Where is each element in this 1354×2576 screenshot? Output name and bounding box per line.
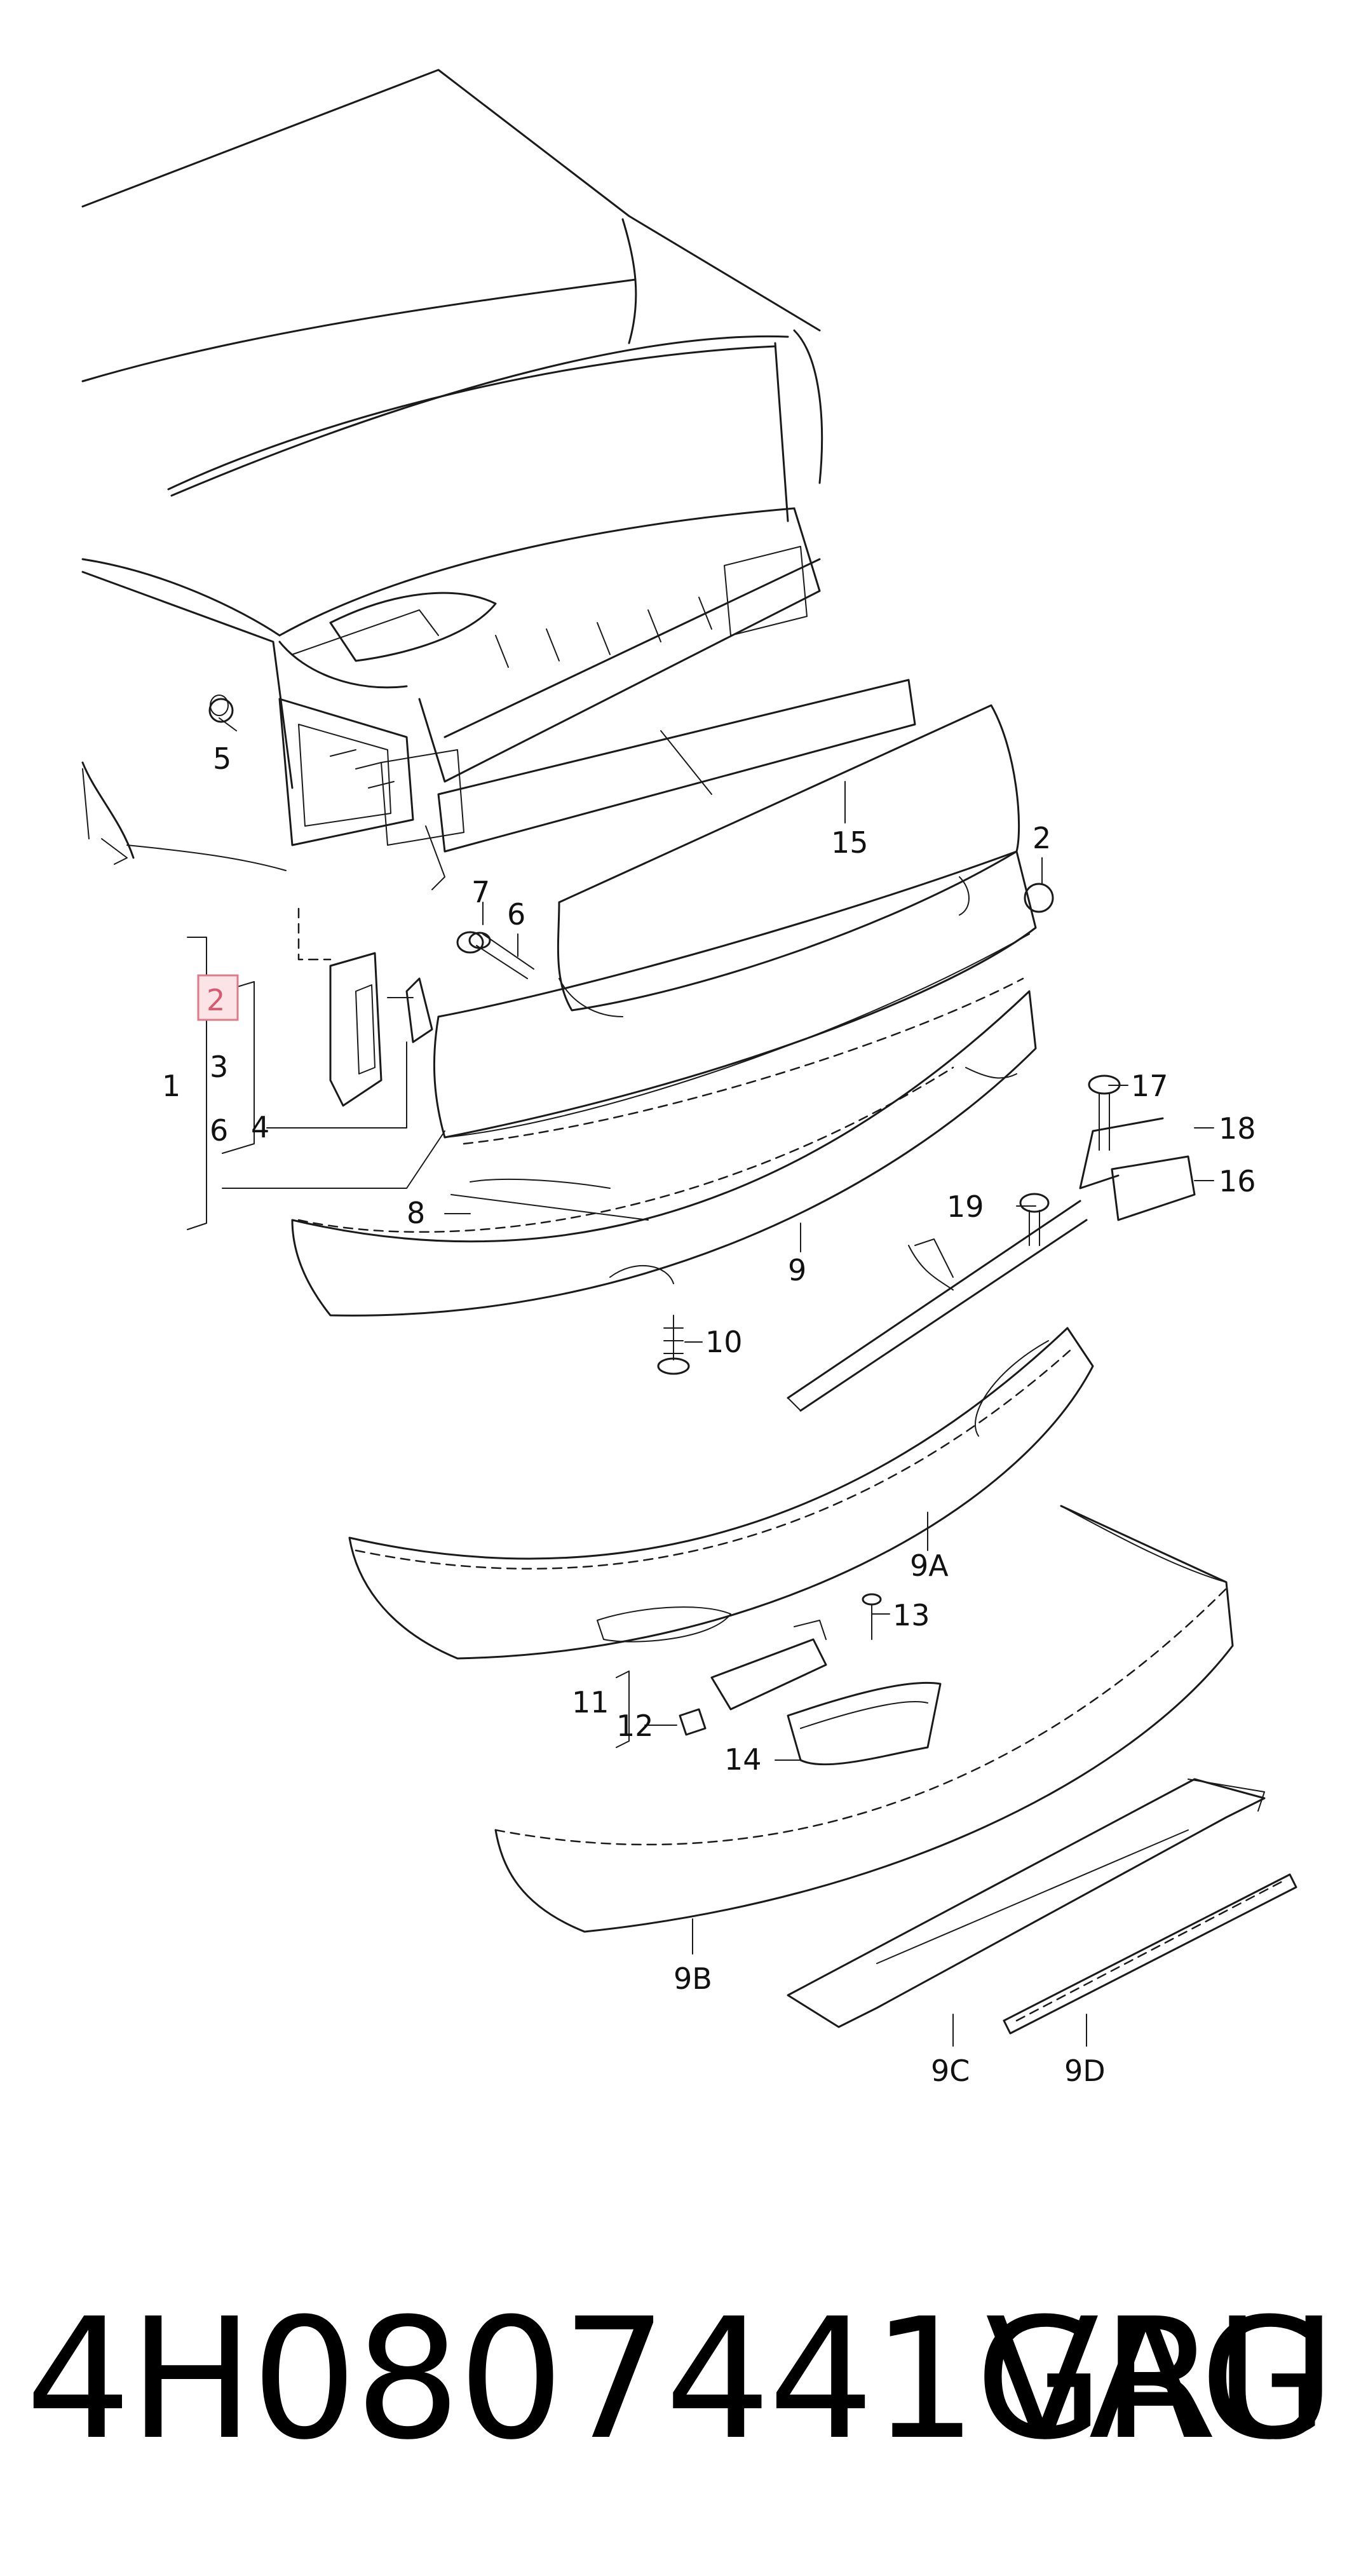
callout-9c: 9C [931,2054,970,2088]
callout-2: 2 [1032,821,1051,855]
car-body-rear [81,69,823,890]
callout-4: 4 [251,1110,269,1144]
part-9b-valance [494,1505,1234,1933]
callout-2-highlighted: 2 [206,983,225,1017]
callout-9b: 9B [674,1962,712,1996]
brand-name: VAG [985,2282,1329,2476]
callout-17: 17 [1131,1069,1168,1103]
part-16-17-18-19-bracket [787,1074,1196,1412]
callout-6-bottom: 6 [210,1113,228,1148]
callout-9: 9 [788,1253,806,1287]
part-9-bumper-cover [291,850,1037,1317]
part-11-12-trim [679,1620,827,1736]
part-number: 4H0807441GRU [25,2282,1336,2476]
callout-labels: 5 15 2 7 6 2 1 3 4 6 8 9 10 17 18 16 19 … [162,742,1256,2088]
callout-13: 13 [893,1598,930,1632]
callout-3: 3 [210,1050,228,1084]
part-number-footer: 4H0807441GRU VAG [0,2275,1354,2484]
callout-9d: 9D [1064,2054,1106,2088]
part-9d-strip [1003,1873,1297,2035]
callout-11: 11 [572,1685,609,1719]
callout-12: 12 [616,1709,654,1743]
callout-16: 16 [1219,1164,1256,1198]
small-hardware [208,698,1054,1221]
callout-10: 10 [705,1325,743,1359]
callout-6-top: 6 [507,897,525,932]
callout-5: 5 [213,742,231,776]
part-15-bumper-upper [437,679,1020,1017]
part-13-screw [862,1593,882,1640]
callout-8: 8 [407,1196,425,1230]
callout-1: 1 [162,1069,180,1103]
part-9c-diffuser-lower [787,1778,1266,2028]
leader-lines [187,717,1214,2047]
callout-14: 14 [724,1742,762,1777]
part-14-tailpipe-trim [787,1681,942,1766]
callout-2-highlight-box [197,974,239,1021]
callout-9a: 9A [910,1549,949,1583]
part-9a-diffuser [348,1327,1094,1660]
callout-7: 7 [471,875,490,909]
callout-18: 18 [1219,1111,1256,1146]
exploded-parts-diagram: 5 15 2 7 6 2 1 3 4 6 8 9 10 17 18 16 19 … [81,69,1297,2088]
callout-19: 19 [947,1190,984,1224]
callout-15: 15 [831,825,869,860]
part-10-screw [657,1315,690,1375]
